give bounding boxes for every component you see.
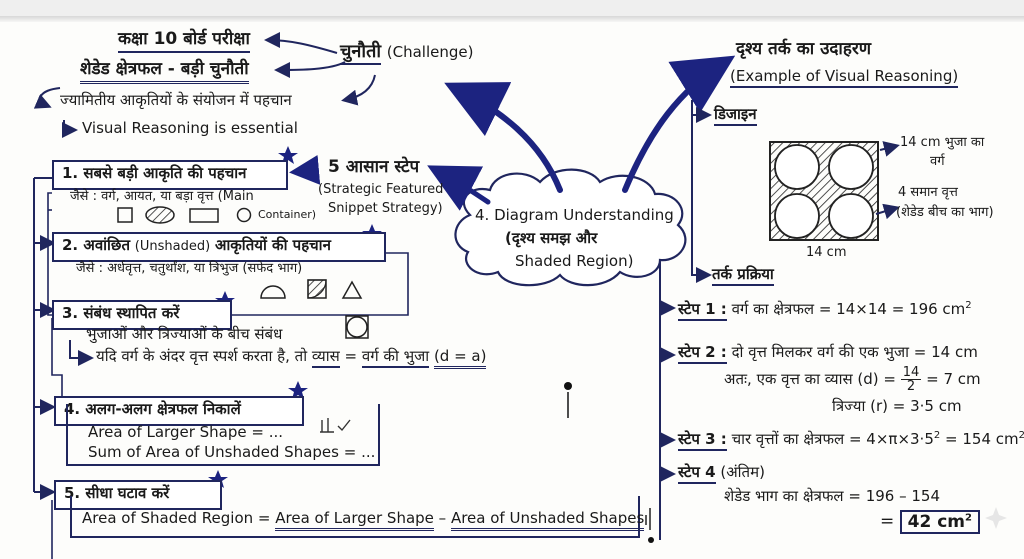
design-square-figure (769, 141, 879, 241)
logic-step-1: स्टेप 1 : वर्ग का क्षेत्रफल = 14×14 = 19… (678, 300, 972, 321)
step-5-eq: = (257, 509, 271, 527)
visual-reasoning-text: Visual Reasoning is essential (82, 119, 298, 137)
final-answer-value: 42 cm (907, 511, 966, 532)
final-answer: = 42 cm2 (880, 509, 980, 534)
step-3-side: वर्ग की भुजा (361, 347, 430, 368)
step-4-box: 4. अलग-अलग क्षेत्रफल निकालें (54, 396, 304, 426)
step-4-line-1: Area of Larger Shape = ... (88, 423, 284, 441)
step-3-diameter: व्यास (311, 347, 340, 368)
logic-step-4: स्टेप 4 (अंतिम) (678, 463, 765, 484)
logic-step-1-text: वर्ग का क्षेत्रफल = 14×14 = 196 cm (731, 300, 966, 318)
logic-step-4-text: शेडेड भाग का क्षेत्रफल = 196 – 154 (724, 487, 941, 505)
challenge-english: (Challenge) (386, 43, 474, 61)
step-5-minus: – (438, 509, 447, 527)
step-1-box: 1. सबसे बड़ी आकृति की पहचान (52, 160, 288, 190)
step-3-line-1: भुजाओं और त्रिज्याओं के बीच संबंध (86, 325, 283, 343)
logic-step-2-result: = 7 cm (926, 370, 981, 388)
logic-step-4-label: स्टेप 4 (678, 463, 716, 484)
step-1-line-2: Container) (258, 208, 317, 221)
side-label-1: 14 cm भुजा का (900, 135, 985, 150)
bottom-dimension-label: 14 cm (806, 245, 847, 260)
logic-step-3-sup: 2 (933, 430, 941, 441)
step-3-title: 3. संबंध स्थापित करें (62, 304, 180, 322)
step-4-content-box (66, 404, 380, 466)
cloud-line-2: (दृश्य समझ और (505, 229, 598, 247)
challenge-label: चुनौती (Challenge) (340, 41, 474, 65)
logic-label: तर्क प्रक्रिया (712, 265, 774, 287)
branch-to-five-steps (427, 165, 491, 211)
step-3-line-2: यदि वर्ग के अंदर वृत्त स्पर्श करता है, त… (96, 347, 487, 369)
step-2-title-pre: 2. अवांछित (62, 236, 130, 254)
cloud-line-3: Shaded Region) (515, 252, 634, 270)
final-answer-box: 42 cm2 (899, 509, 980, 534)
challenge-hindi: चुनौती (340, 41, 382, 65)
logic-step-2: स्टेप 2 : दो वृत्त मिलकर वर्ग की एक भुजा… (678, 343, 978, 364)
step-5-content-box (70, 496, 640, 538)
logic-step-2-diameter: अतः, एक वृत्त का व्यास (d) = (724, 370, 896, 388)
step-4-line-2: Sum of Area of Unshaded Shapes = ... (88, 443, 376, 461)
branch-to-challenge (444, 82, 563, 193)
cloud-line-1: 4. Diagram Understanding (475, 206, 674, 224)
logic-step-3-post: = 154 cm (945, 430, 1019, 448)
example-title: दृश्य तर्क का उदाहरण (736, 39, 872, 59)
step-5-title: 5. सीधा घटाव करें (64, 484, 170, 502)
five-steps-title: 5 आसान स्टेप (328, 157, 420, 177)
step-1-title: 1. सबसे बड़ी आकृति की पहचान (62, 164, 247, 182)
final-answer-eq: = (880, 511, 895, 532)
logic-step-3-sup2: 2 (1018, 430, 1024, 441)
step-2-box: 2. अवांछित (Unshaded) आकृतियों की पहचान (52, 232, 386, 262)
logic-step-3: स्टेप 3 : चार वृत्तों का क्षेत्रफल = 4×π… (678, 430, 1024, 451)
final-answer-sup: 2 (965, 512, 972, 523)
design-label: डिजाइन (714, 105, 757, 127)
step-2-line-1: जैसे : अर्धवृत्त, चतुर्थांश, या त्रिभुज … (76, 261, 303, 276)
geometry-recognition-text: ज्यामितीय आकृतियों के संयोजन में पहचान (60, 91, 292, 109)
step-2-title-post: आकृतियों की पहचान (214, 236, 331, 254)
logic-step-2-radius: त्रिज्या (r) = 3·5 cm (832, 397, 962, 415)
step-3-eq: = (344, 347, 358, 365)
five-steps-sub-1: (Strategic Featured (318, 182, 444, 197)
logic-step-3-label: स्टेप 3 : (678, 430, 727, 451)
board-exam-label: कक्षा 10 बोर्ड परीक्षा (118, 29, 250, 53)
center-cloud-shape (454, 168, 687, 287)
step-1-line-1: जैसे : वर्ग, आयत, या बड़ा वृत्त (Main (70, 189, 254, 204)
step-3-box: 3. संबंध स्थापित करें (52, 300, 232, 330)
step-3-line-2-pre: यदि वर्ग के अंदर वृत्त स्पर्श करता है, त… (96, 347, 308, 365)
five-steps-sub-2: Snippet Strategy) (328, 201, 443, 216)
step-5-unshaded: Area of Unshaded Shapes (450, 509, 645, 531)
step-5-formula: Area of Shaded Region = Area of Larger S… (82, 509, 645, 531)
step-5-larger: Area of Larger Shape (275, 509, 434, 531)
step-2-title: 2. अवांछित (Unshaded) आकृतियों की पहचान (62, 236, 331, 255)
step-3-formula: (d = a) (433, 347, 487, 369)
step-2-title-en: (Unshaded) (134, 239, 211, 254)
logic-step-3-text: चार वृत्तों का क्षेत्रफल = 4×π×3·5 (731, 430, 934, 448)
step-5-box: 5. सीधा घटाव करें (54, 480, 222, 510)
logic-step-1-label: स्टेप 1 : (678, 300, 727, 321)
logic-step-2-label: स्टेप 2 : (678, 343, 727, 364)
logic-step-4-paren: (अंतिम) (720, 463, 765, 481)
step-4-title: 4. अलग-अलग क्षेत्रफल निकालें (64, 400, 241, 418)
shaded-area-challenge-label: शेडेड क्षेत्रफल - बड़ी चुनौती (80, 59, 249, 84)
side-label-2: वर्ग (930, 154, 945, 169)
logic-step-2-text: दो वृत्त मिलकर वर्ग की एक भुजा = 14 cm (731, 343, 978, 361)
step-5-shaded: Area of Shaded Region (82, 509, 254, 527)
example-subtitle: (Example of Visual Reasoning) (730, 67, 959, 89)
branch-to-example (622, 55, 736, 193)
circles-label-2: (शेडेड बीच का भाग) (896, 205, 994, 220)
fraction-numerator: 14 (900, 365, 922, 380)
logic-step-1-sup: 2 (965, 300, 972, 311)
fraction-denominator: 2 (906, 379, 916, 394)
circles-label-1: 4 समान वृत्त (898, 185, 958, 200)
